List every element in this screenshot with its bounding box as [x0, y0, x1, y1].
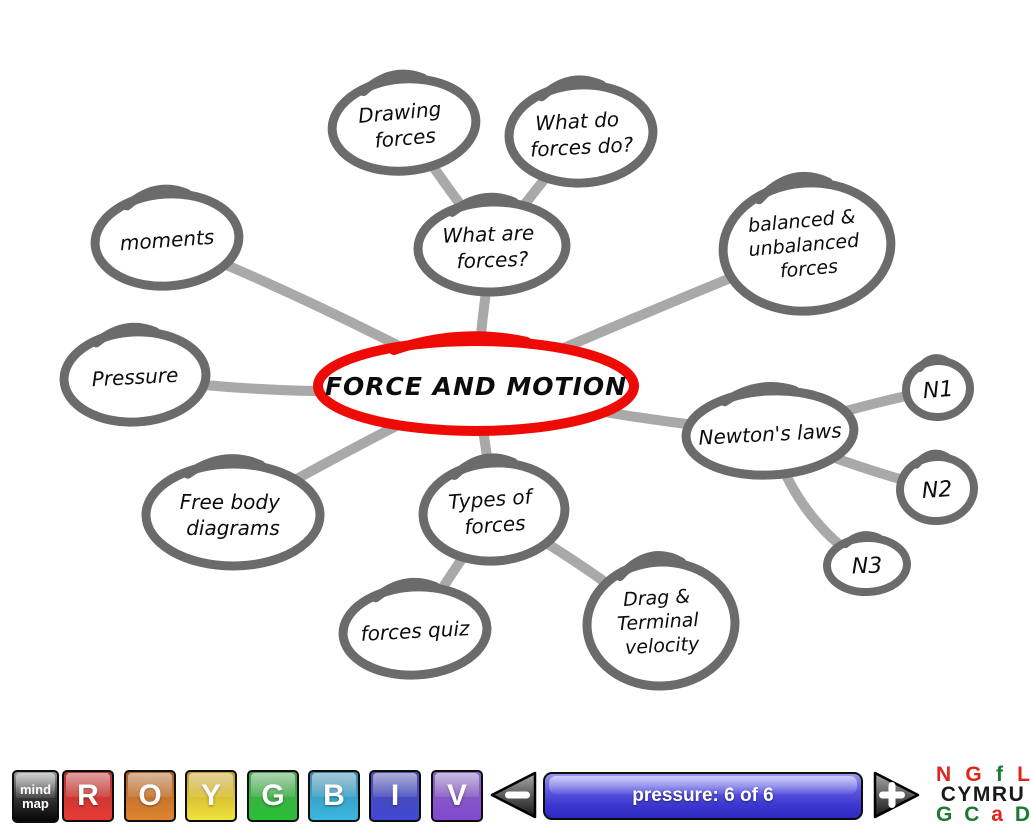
node-label: Types of forces: [447, 484, 540, 540]
logo-letter: a: [991, 803, 1003, 826]
bubble-pen-loop: [537, 75, 606, 102]
node-label: N1: [922, 377, 955, 405]
node-forces-quiz[interactable]: forces quiz: [338, 577, 492, 680]
color-button-letter: G: [261, 779, 285, 812]
bubble-outline: [327, 74, 481, 176]
bubble-outline: [718, 178, 896, 316]
next-page-button[interactable]: [872, 770, 921, 820]
node-label: forces quiz: [360, 616, 471, 646]
node-n3[interactable]: N3: [823, 531, 911, 597]
node-newtons-laws[interactable]: Newton's laws: [681, 382, 859, 480]
color-button-letter: V: [446, 779, 467, 812]
color-button-letter: Y: [200, 779, 221, 812]
node-balanced-unbalanced-forces[interactable]: balanced & unbalanced forces: [717, 169, 896, 318]
logo-letter: L: [1017, 763, 1030, 786]
color-button-letter: O: [138, 779, 162, 812]
mind-map-button-label-line2: map: [22, 795, 49, 811]
bubble-outline: [582, 557, 740, 691]
color-button-g[interactable]: G: [247, 770, 299, 822]
node-n2[interactable]: N2: [896, 449, 978, 526]
bubble-pen-loop: [388, 331, 532, 355]
mindmap-canvas: Drawing forces What do forces do? What a…: [59, 68, 978, 691]
node-drag-terminal-velocity[interactable]: Drag & Terminal velocity: [582, 551, 740, 691]
status-bar: pressure: 6 of 6: [543, 772, 863, 820]
bubble-pen-loop: [912, 449, 951, 469]
ngfl-cymru-logo: N G f L CYMRU G C a D: [936, 763, 1030, 826]
node-label: Free body diagrams: [180, 490, 287, 540]
node-free-body-diagrams[interactable]: Free body diagrams: [141, 454, 325, 571]
bubble-pen-loop: [841, 531, 883, 549]
bubble-pen-loop: [615, 551, 686, 581]
bottom-toolbar: mind map R O Y G B I V pressure: 6 of 6 …: [0, 758, 1031, 829]
center-title: FORCE AND MOTION: [325, 372, 627, 401]
color-button-v[interactable]: V: [431, 770, 483, 822]
bubble-outline: [338, 582, 492, 680]
status-text: pressure: 6 of 6: [632, 785, 774, 806]
logo-letter: D: [1014, 803, 1030, 826]
minus-icon: [505, 791, 530, 799]
node-label: What are forces?: [442, 220, 542, 273]
node-label: N2: [921, 477, 953, 504]
bubble-pen-loop: [183, 454, 266, 479]
node-label: Drag & Terminal velocity: [615, 585, 706, 659]
node-label: Pressure: [91, 363, 179, 392]
bubble-pen-loop: [91, 322, 160, 348]
logo-row-3: G C a D: [936, 803, 1030, 826]
node-what-are-forces[interactable]: What are forces?: [413, 192, 571, 297]
bubble-pen-loop: [447, 192, 519, 217]
color-button-letter: I: [390, 779, 400, 812]
bubble-outline: [59, 327, 211, 427]
bubble-outline: [504, 80, 658, 188]
color-button-i[interactable]: I: [369, 770, 421, 822]
logo-row-2: CYMRU: [940, 783, 1026, 806]
mind-map-button-label-line1: mind: [19, 781, 52, 797]
bubble-pen-loop: [720, 382, 800, 407]
bubble-pen-loop: [449, 453, 518, 480]
color-button-o[interactable]: O: [124, 770, 176, 822]
node-types-of-forces[interactable]: Types of forces: [418, 453, 570, 566]
node-label: N3: [851, 553, 882, 579]
logo-letter: N: [936, 763, 952, 786]
bubble-outline: [413, 197, 571, 297]
node-moments[interactable]: moments: [90, 184, 244, 291]
logo-row-1: N G f L: [936, 763, 1030, 786]
node-center-force-and-motion: FORCE AND MOTION: [313, 331, 639, 436]
bubble-pen-loop: [359, 69, 428, 97]
logo-letter: f: [995, 763, 1003, 786]
previous-page-button[interactable]: [489, 770, 538, 820]
node-pressure[interactable]: Pressure: [59, 322, 211, 427]
mind-map-button[interactable]: mind map: [12, 770, 59, 823]
plus-icon: [888, 782, 896, 808]
color-button-letter: B: [323, 779, 345, 812]
bubble-outline: [418, 458, 570, 566]
node-label: What do forces do?: [528, 106, 634, 161]
bubble-pen-loop: [122, 184, 192, 211]
logo-letter: G: [965, 763, 982, 786]
color-button-y[interactable]: Y: [185, 770, 237, 822]
bubble-outline: [141, 459, 325, 571]
node-what-do-forces-do[interactable]: What do forces do?: [504, 75, 658, 188]
bubble-pen-loop: [915, 354, 950, 373]
logo-letter: G: [936, 803, 953, 826]
node-drawing-forces[interactable]: Drawing forces: [327, 68, 481, 177]
bubble-outline: [90, 189, 244, 291]
color-button-r[interactable]: R: [62, 770, 114, 822]
node-n1[interactable]: N1: [902, 354, 974, 422]
color-button-b[interactable]: B: [308, 770, 360, 822]
color-button-letter: R: [77, 779, 99, 812]
bubble-pen-loop: [754, 171, 833, 205]
logo-letter: C: [964, 803, 980, 826]
bubble-pen-loop: [371, 577, 441, 603]
